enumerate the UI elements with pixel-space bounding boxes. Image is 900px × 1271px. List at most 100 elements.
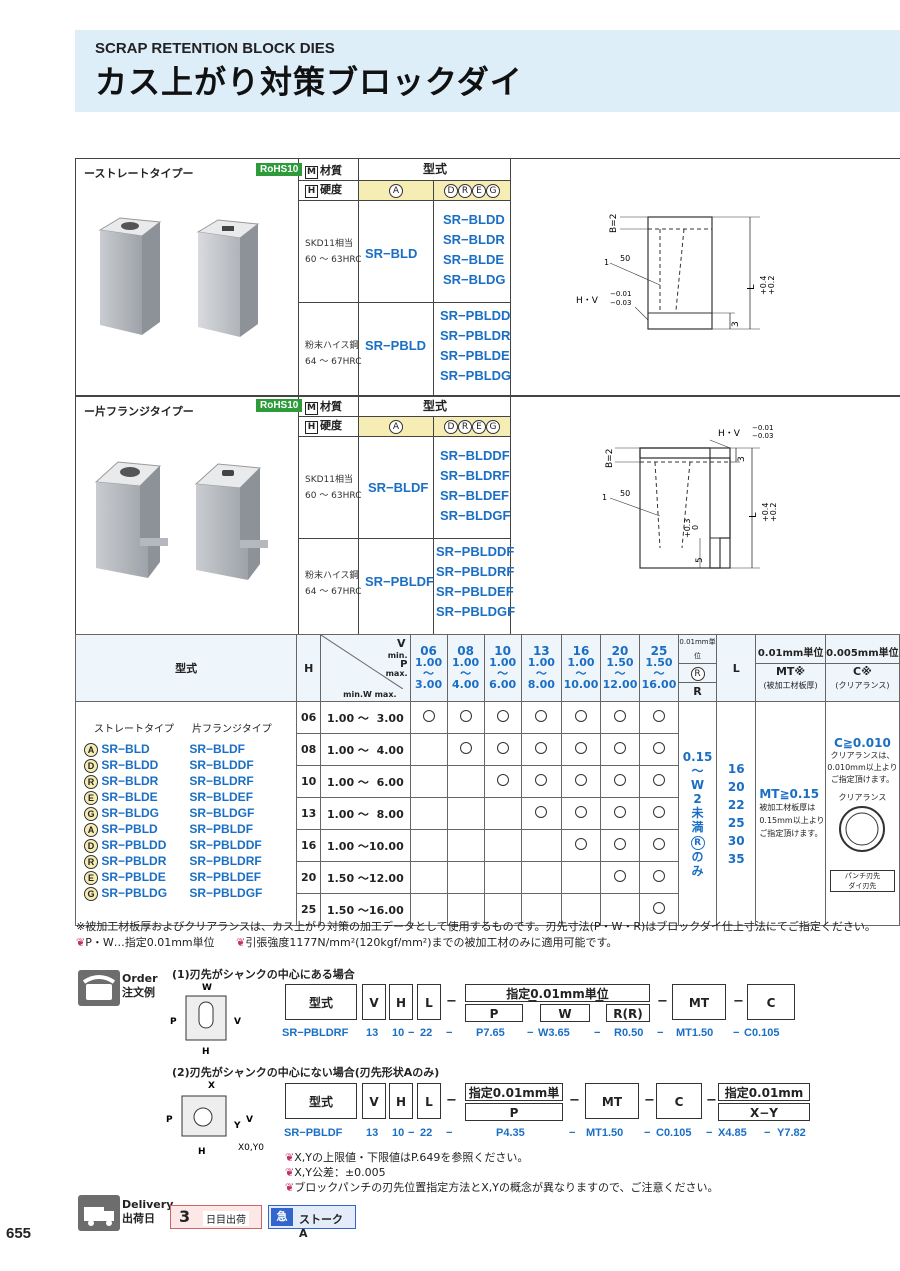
delivery-stock-box: 急 ストーク A <box>268 1205 356 1240</box>
availability-cell <box>560 733 601 766</box>
order-value: − <box>446 1127 453 1139</box>
available-mark <box>652 774 665 786</box>
svg-text:H: H <box>198 1147 206 1157</box>
row-w: 1.00 ～ 6.00 <box>320 765 411 798</box>
availability-cell <box>520 861 562 894</box>
order-value: − <box>706 1127 713 1139</box>
available-mark <box>459 710 472 722</box>
svg-text:X0,Y0: X0,Y0 <box>238 1143 264 1153</box>
order-box: 指定0.01mm単位 <box>465 1083 563 1118</box>
svg-text:3: 3 <box>737 456 747 462</box>
order-value: SR−PBLDF <box>284 1127 343 1139</box>
row-w: 1.00 ～ 4.00 <box>320 733 411 766</box>
row-h: 13 <box>296 797 322 830</box>
order-box: C <box>747 984 795 1020</box>
availability-cell <box>409 797 448 830</box>
row-h: 16 <box>296 829 322 862</box>
order-box: V <box>362 1083 386 1119</box>
order-case2-diagram: X P Y V H X0,Y0 <box>166 1081 264 1157</box>
shape-a-header-flange: A <box>359 417 433 436</box>
availability-cell <box>599 797 640 830</box>
row-h: 06 <box>296 701 322 734</box>
order-box: MT <box>672 984 726 1020</box>
order-box: MT <box>585 1083 639 1119</box>
order-value: P7.65 <box>476 1027 505 1039</box>
availability-cell <box>599 765 640 798</box>
order-value: 13 <box>366 1027 379 1039</box>
row-h: 10 <box>296 765 322 798</box>
order-box: P <box>465 1103 563 1121</box>
order-value: SR−PBLDRF <box>282 1027 349 1039</box>
svg-text:1: 1 <box>604 258 609 267</box>
title-ja: カス上がり対策ブロックダイ <box>95 63 523 101</box>
order-case2-title: (2)刃先がシャンクの中心にない場合(刃先形状Aのみ) <box>172 1066 440 1079</box>
row-h: 20 <box>296 861 322 894</box>
order-case2-notes: ❦X,Yの上限値・下限値はP.649を参照ください。 ❦X,Y公差：±0.005… <box>285 1151 719 1194</box>
order-value: 22 <box>420 1127 433 1139</box>
straight-dimension-drawing: B=2 50 1 H・V −0.01 −0.03 L +0.4 +0.2 3 <box>576 214 776 330</box>
order-value: − <box>446 1027 453 1039</box>
order-box: L <box>417 984 441 1020</box>
available-mark <box>613 838 626 850</box>
svg-text:−0.01: −0.01 <box>610 290 631 298</box>
order-value: 10 <box>392 1127 405 1139</box>
straight-row2-code-a: SR−PBLD <box>365 338 427 353</box>
available-mark <box>652 838 665 850</box>
available-mark <box>422 710 435 722</box>
available-mark <box>496 742 509 754</box>
available-mark <box>535 742 548 754</box>
page-number: 655 <box>6 1225 32 1242</box>
col-l: L <box>716 634 757 702</box>
shape-a-header: A <box>359 181 433 200</box>
svg-text:Y: Y <box>233 1121 241 1131</box>
order-box: C <box>656 1083 702 1119</box>
order-value: W3.65 <box>538 1027 570 1039</box>
svg-text:L: L <box>746 284 757 290</box>
row-w: 1.00 ～ 8.00 <box>320 797 411 830</box>
svg-text:+0.2: +0.2 <box>767 276 776 295</box>
available-mark <box>574 710 587 722</box>
availability-cell <box>409 701 448 734</box>
order-value: C0.105 <box>656 1127 692 1139</box>
order-box: L <box>417 1083 441 1119</box>
order-case1-diagram: W P V H <box>170 983 241 1057</box>
availability-cell <box>483 733 522 766</box>
svg-text:L: L <box>748 512 759 518</box>
availability-cell <box>599 733 640 766</box>
svg-text:W: W <box>202 983 212 993</box>
available-mark <box>652 710 665 722</box>
availability-cell <box>483 861 522 894</box>
row-w: 1.00 ～ 3.00 <box>320 701 411 734</box>
col-h: H <box>296 634 322 702</box>
available-mark <box>574 838 587 850</box>
row-w: 1.00 ～10.00 <box>320 829 411 862</box>
order-box: 型式 <box>285 1083 357 1119</box>
rohs-badge-flange: RoHS10 <box>256 399 303 412</box>
availability-cell <box>599 861 640 894</box>
svg-text:1: 1 <box>602 493 607 502</box>
flange-title: ー片フランジタイプー <box>84 405 194 418</box>
order-value: − <box>644 1127 651 1139</box>
availability-cell <box>520 701 562 734</box>
svg-text:+0.4: +0.4 <box>759 276 768 295</box>
